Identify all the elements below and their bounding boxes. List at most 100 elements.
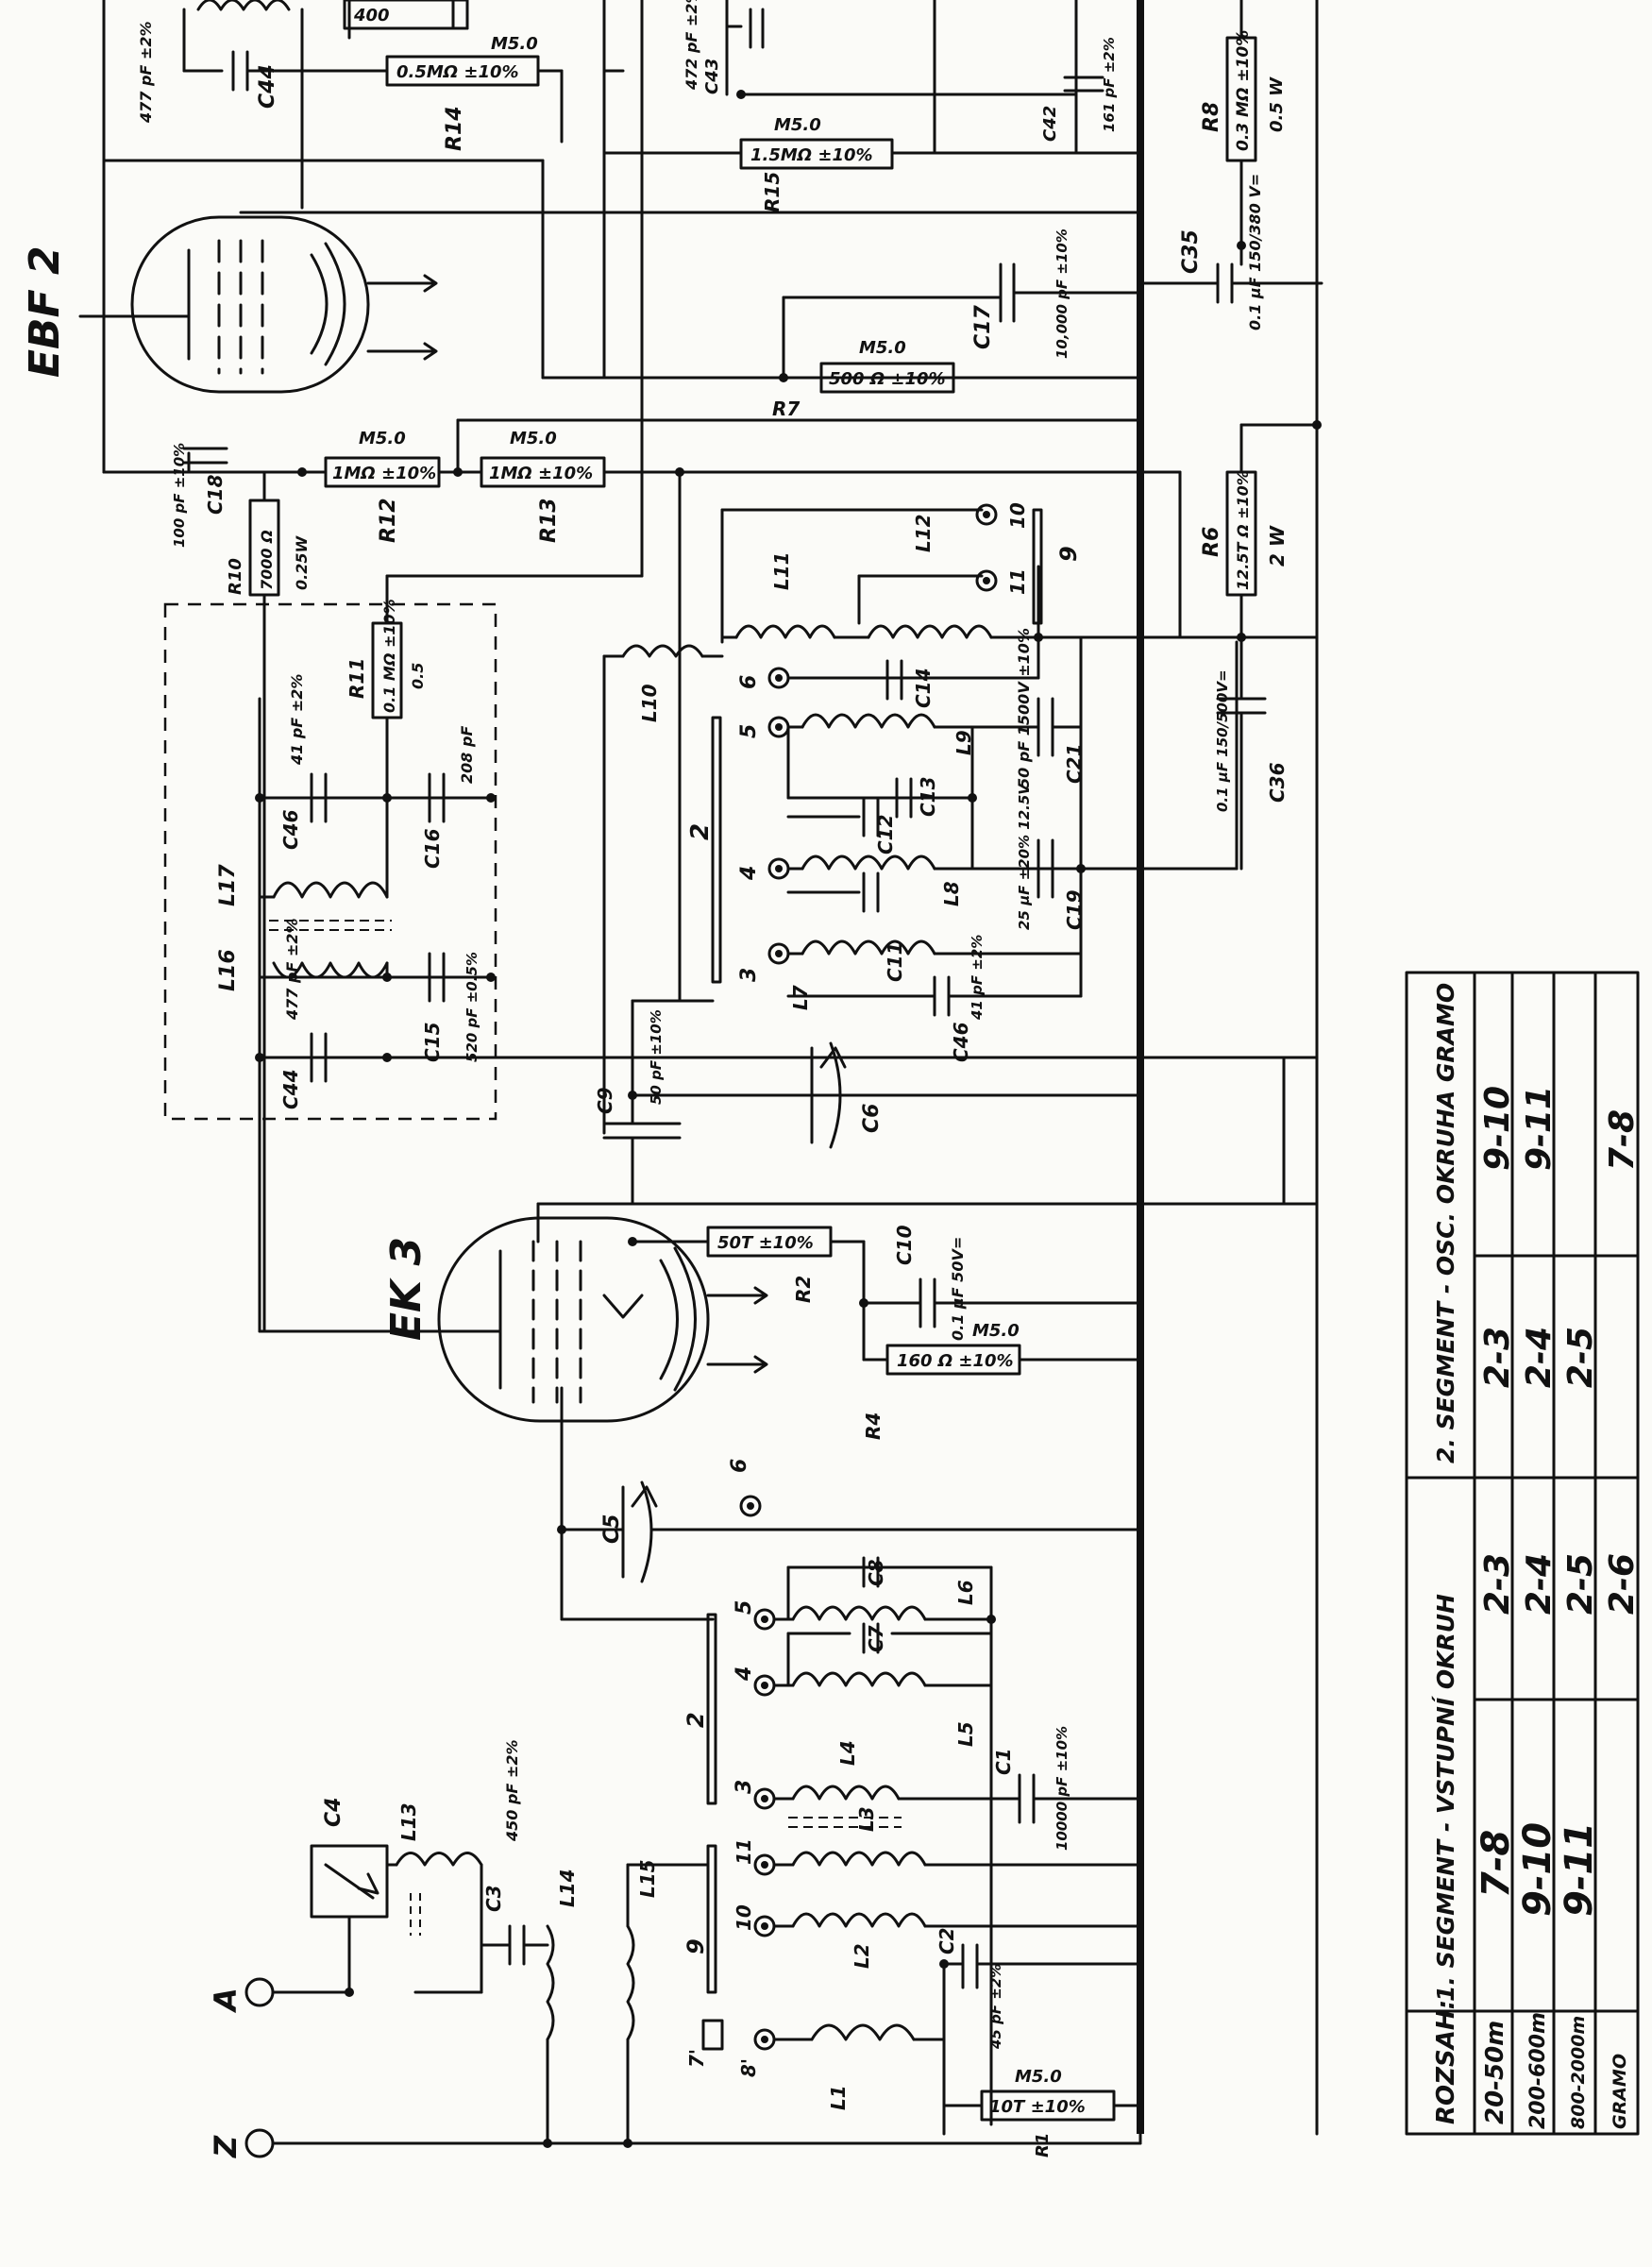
value-c46: 41 pF ±2% bbox=[969, 935, 986, 1021]
label-r10: R10 bbox=[226, 558, 245, 595]
note-r11: 0.5 bbox=[409, 663, 427, 689]
note-r13: M5.0 bbox=[510, 429, 557, 448]
label-l4: L4 bbox=[836, 1740, 859, 1766]
label-c2: C2 bbox=[936, 1927, 958, 1954]
table-r2-c2: 2-4 bbox=[1520, 1553, 1559, 1615]
value-c28: 472 pF ±2% bbox=[683, 0, 700, 91]
contact-3-osc bbox=[767, 942, 790, 965]
contact-3-seg1 bbox=[753, 1787, 776, 1810]
switching-table bbox=[1405, 971, 1640, 2136]
note-r6: 2 W bbox=[1266, 525, 1289, 567]
value-c19: 10,000 pF ±10% bbox=[1054, 228, 1070, 359]
label-c6: C6 bbox=[860, 1104, 884, 1133]
label-c17: C15 bbox=[421, 1022, 444, 1062]
value-r10: 7000 Ω bbox=[258, 530, 276, 590]
value-r15: 1.5MΩ ±10% bbox=[750, 145, 873, 165]
table-range-4: GRAMO bbox=[1610, 2054, 1630, 2129]
label-l2: L2 bbox=[851, 1943, 873, 1969]
value-r12: 1MΩ ±10% bbox=[332, 464, 436, 483]
label-r6: R6 bbox=[1200, 527, 1223, 557]
label-r7: R7 bbox=[772, 398, 800, 420]
table-range-3: 800-2000m bbox=[1568, 2016, 1589, 2129]
value-r6: 12.5T Ω ±10% bbox=[1234, 470, 1252, 590]
table-range-2: 200-600m bbox=[1526, 2012, 1550, 2129]
label-c4: C4 bbox=[322, 1798, 346, 1827]
value-r8: 0.3 MΩ ±10% bbox=[1234, 30, 1253, 151]
label-r8: R8 bbox=[1200, 102, 1223, 132]
value-c16: 50 pF 1500V ±10% bbox=[1015, 628, 1033, 788]
contact-label-5: 5 bbox=[733, 1600, 756, 1615]
table-r2-c3: 2-4 bbox=[1520, 1327, 1559, 1388]
contact-10 bbox=[753, 1915, 776, 1937]
value-c43: 41 pF ±2% bbox=[288, 674, 306, 766]
value-c3: 450 pF ±2% bbox=[503, 1740, 521, 1843]
note-r12: M5.0 bbox=[359, 429, 406, 448]
label-c21: C18 bbox=[204, 474, 227, 515]
value-c27: 161 pF ±2% bbox=[1101, 37, 1118, 132]
label-l6: L6 bbox=[954, 1580, 977, 1605]
label-l8: L8 bbox=[940, 881, 963, 906]
value-c1: 10000 pF ±10% bbox=[1054, 1726, 1070, 1851]
contact-label-10: 10 bbox=[733, 1904, 755, 1931]
note-r10: 0.25W bbox=[293, 535, 311, 590]
table-header-seg2: 2. SEGMENT - OSC. OKRUHA GRAMO bbox=[1432, 983, 1459, 1463]
value-c36: 0.1 µF 150/500V= bbox=[1214, 669, 1231, 812]
label-l14: L14 bbox=[556, 1869, 579, 1907]
switch-9-osc-label: 9 bbox=[1055, 546, 1082, 562]
label-c28: C43 bbox=[702, 59, 722, 94]
label-c14: C14 bbox=[912, 668, 935, 708]
value-r2: 50T ±10% bbox=[717, 1233, 814, 1253]
contact-label-4: 4 bbox=[733, 1666, 756, 1682]
note-r15: M5.0 bbox=[774, 115, 821, 135]
value-c44: 477 pF ±2% bbox=[137, 22, 155, 125]
label-c13: C13 bbox=[917, 776, 939, 817]
contact-5-seg1 bbox=[753, 1608, 776, 1631]
label-l16: L16 bbox=[216, 949, 240, 991]
label-l11: L11 bbox=[770, 551, 793, 590]
label-c43: C46 bbox=[279, 809, 302, 850]
contact-label-4-osc: 4 bbox=[737, 866, 761, 881]
switch-segment2 bbox=[711, 716, 722, 984]
label-c18: C16 bbox=[421, 828, 444, 869]
label-r4: R4 bbox=[862, 1413, 885, 1440]
label-r11: R11 bbox=[346, 658, 368, 699]
trimmer-c4 bbox=[310, 1844, 389, 1919]
label-l12: L12 bbox=[912, 514, 935, 552]
tube-ek3 bbox=[258, 697, 768, 1423]
label-r14: R14 bbox=[443, 106, 466, 151]
label-r15: R15 bbox=[761, 172, 784, 212]
contact-label-11: 11 bbox=[733, 1838, 755, 1865]
value-r11: 0.1 MΩ ±10% bbox=[380, 599, 398, 713]
label-c19: C17 bbox=[971, 305, 995, 349]
label-c8: C8 bbox=[865, 1559, 887, 1586]
contact-label-3-osc: 3 bbox=[737, 968, 761, 982]
label-c35: C35 bbox=[1179, 229, 1203, 274]
label-l3: L3 bbox=[855, 1806, 878, 1832]
label-r13: R13 bbox=[537, 498, 561, 543]
label-c16: C21 bbox=[1063, 743, 1086, 784]
label-c46: C46 bbox=[950, 1022, 972, 1062]
label-c10: C10 bbox=[893, 1225, 916, 1265]
label-c3: C3 bbox=[482, 1885, 505, 1912]
tube-label-ek3: EK 3 bbox=[382, 1237, 430, 1341]
label-l17: L17 bbox=[216, 864, 240, 906]
label-l1: L1 bbox=[827, 2085, 850, 2110]
switch-seg1-label: 2 bbox=[683, 1712, 709, 1728]
tube-ebf2 bbox=[78, 215, 438, 394]
note-r8: 0.5 W bbox=[1267, 76, 1287, 132]
value-c18: 208 pF bbox=[458, 726, 476, 784]
label-l5: L5 bbox=[954, 1721, 977, 1747]
label-c42: C44 bbox=[279, 1069, 302, 1109]
label-ground: Z bbox=[208, 2135, 244, 2158]
value-c21: 100 pF ±10% bbox=[171, 443, 188, 548]
switch-9 bbox=[706, 1844, 717, 1994]
label-r2: R2 bbox=[792, 1276, 815, 1303]
tube-label-ebf2: EBF 2 bbox=[21, 245, 69, 378]
note-r14: M5.0 bbox=[491, 34, 538, 54]
value-c42: 477 pF ±2% bbox=[283, 919, 301, 1022]
contact-4-osc bbox=[767, 857, 790, 880]
switch-seg2-label: 2 bbox=[686, 823, 715, 840]
contact-11-osc bbox=[975, 569, 998, 592]
